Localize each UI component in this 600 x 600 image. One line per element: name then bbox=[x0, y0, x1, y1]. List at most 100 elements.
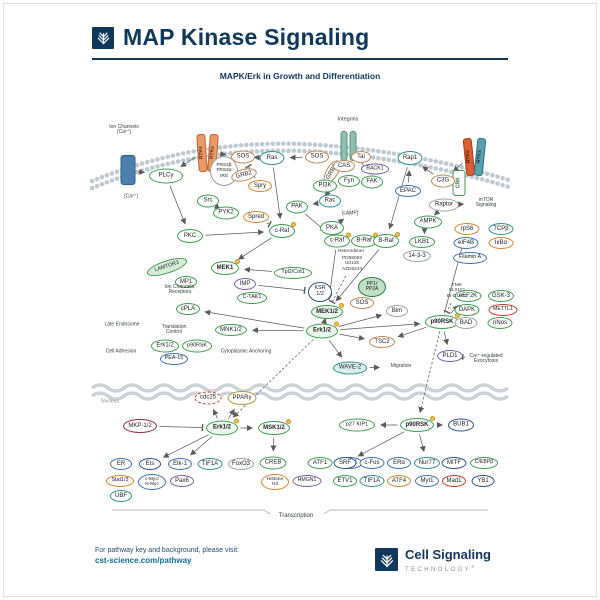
node-wave2[interactable]: WAVE-2 bbox=[333, 361, 367, 375]
node-cmyc[interactable]: c-Myc/ N-Myc bbox=[138, 474, 166, 490]
node-cfos1[interactable]: c-Fos bbox=[359, 457, 385, 469]
node-cdc25[interactable]: cdc25 bbox=[194, 391, 222, 405]
node-braf2[interactable]: B-Raf bbox=[373, 232, 400, 248]
node-integ1[interactable] bbox=[340, 131, 348, 161]
node-msk12[interactable]: MSK1/2 bbox=[258, 419, 291, 435]
node-erk12[interactable]: Erk1/2 bbox=[306, 321, 339, 339]
node-rsk3[interactable]: p90RSK bbox=[400, 416, 435, 432]
footer-link[interactable]: cst-science.com/pathway bbox=[95, 556, 192, 565]
node-pld1[interactable]: PLD1 bbox=[437, 350, 463, 362]
label-cytoanch: Cytoplasmic Anchoring bbox=[220, 348, 272, 355]
node-raptor[interactable]: Raptor bbox=[429, 198, 459, 212]
node-bub1[interactable]: BUB1 bbox=[448, 418, 474, 432]
node-cpla[interactable]: cPLA bbox=[176, 303, 200, 315]
node-spred[interactable]: Spred bbox=[243, 211, 269, 223]
node-era[interactable]: ERα bbox=[387, 457, 411, 469]
node-pak[interactable]: PAK bbox=[286, 200, 308, 214]
node-spry[interactable]: Spry bbox=[248, 180, 272, 192]
node-atf4[interactable]: ATF4 bbox=[387, 475, 411, 487]
node-fyn[interactable]: Fyn bbox=[338, 175, 360, 187]
node-mek12[interactable]: MEK1/2 bbox=[311, 303, 344, 319]
edge-erk12-mnk12 bbox=[252, 327, 304, 334]
node-cebpb[interactable]: C/EBPβ bbox=[470, 457, 498, 469]
node-y1433[interactable]: 14-3-3 bbox=[403, 250, 431, 262]
node-craf1[interactable]: c-Raf bbox=[269, 222, 296, 238]
node-mek1[interactable]: MEK1 bbox=[211, 259, 240, 275]
node-pka[interactable]: PKA bbox=[320, 221, 344, 235]
node-craf2[interactable]: c-Raf bbox=[324, 232, 351, 248]
node-tpl2[interactable]: Tpl2/Cot1 bbox=[274, 267, 312, 279]
node-pi3k[interactable]: PI3K bbox=[313, 179, 337, 193]
node-pea15[interactable]: PEA-15 bbox=[160, 353, 188, 365]
node-rac[interactable]: Rac bbox=[319, 194, 341, 208]
node-foxo3[interactable]: FoxO3 bbox=[228, 458, 254, 470]
node-ras[interactable]: Ras bbox=[259, 151, 285, 165]
node-rack1[interactable]: RACK1 bbox=[361, 163, 389, 175]
node-mp1[interactable]: MP1 bbox=[175, 276, 197, 288]
node-erk12n[interactable]: Erk1/2 bbox=[206, 418, 239, 436]
node-rsk2[interactable]: p90RSK bbox=[182, 339, 212, 353]
node-creb[interactable]: CREB bbox=[259, 456, 287, 470]
node-epac[interactable]: EPAC bbox=[395, 185, 421, 197]
node-rsk1[interactable]: p90RSK bbox=[425, 313, 460, 329]
node-rap1[interactable]: Rap1 bbox=[397, 151, 423, 165]
node-ionch[interactable] bbox=[120, 155, 136, 185]
node-imp[interactable]: IMP bbox=[234, 278, 256, 290]
phospho-dot bbox=[334, 321, 339, 327]
node-pparg[interactable]: PPARγ bbox=[227, 391, 257, 405]
node-src[interactable]: Src bbox=[197, 194, 219, 208]
node-tal[interactable]: Tal bbox=[351, 151, 371, 163]
node-pax6[interactable]: Pax6 bbox=[170, 475, 194, 487]
node-eif4b[interactable]: eIF4B bbox=[453, 237, 479, 249]
node-srf[interactable]: SRF bbox=[333, 457, 357, 469]
node-bad[interactable]: BAD bbox=[454, 317, 478, 329]
node-ampk[interactable]: AMPK bbox=[414, 215, 442, 229]
node-hmgn1[interactable]: HMGN1 bbox=[292, 475, 322, 487]
node-bim[interactable]: Bim bbox=[386, 305, 408, 317]
node-ikba[interactable]: IκBα bbox=[488, 237, 514, 249]
node-myt1[interactable]: Myt1 bbox=[415, 475, 439, 487]
node-mitf[interactable]: MITF bbox=[441, 457, 467, 469]
node-er[interactable]: ER bbox=[110, 458, 132, 470]
node-p27[interactable]: p27 KIP1 bbox=[339, 418, 375, 432]
node-mettl1[interactable]: METTL1 bbox=[488, 304, 518, 316]
node-rps6[interactable]: rpS6 bbox=[454, 223, 480, 235]
node-gsk3[interactable]: GSK-3 bbox=[488, 290, 514, 302]
node-plc[interactable]: PLCγ bbox=[149, 168, 183, 184]
node-pkc[interactable]: PKC bbox=[177, 229, 203, 243]
node-nnos[interactable]: nNos bbox=[487, 317, 513, 329]
node-erk12b[interactable]: Erk1/2 bbox=[151, 339, 179, 353]
node-filamin[interactable]: Filamin A bbox=[453, 252, 487, 264]
node-ctak1[interactable]: C-TAK1 bbox=[237, 292, 267, 304]
node-mad1[interactable]: Mad1 bbox=[442, 475, 466, 487]
node-sosc[interactable]: SOS bbox=[350, 297, 374, 309]
node-elk1[interactable]: Elk-1 bbox=[168, 458, 192, 470]
node-etv1[interactable]: ETV1 bbox=[333, 475, 357, 487]
node-hish3[interactable]: Histone H3 bbox=[261, 474, 289, 490]
node-sosa[interactable]: SOS bbox=[231, 150, 255, 164]
node-pyk2[interactable]: PYK2 bbox=[213, 206, 239, 220]
node-sosb[interactable]: SOS bbox=[305, 150, 329, 164]
node-stat13[interactable]: Stat1/3 bbox=[106, 475, 134, 487]
node-c3g[interactable]: C3G bbox=[431, 174, 455, 188]
node-pp1[interactable]: PP1/ PP2A bbox=[358, 277, 386, 297]
node-ubf[interactable]: UBF bbox=[110, 490, 132, 502]
node-atf1[interactable]: ATF1 bbox=[307, 457, 333, 469]
node-lkb1[interactable]: LKB1 bbox=[409, 236, 435, 248]
node-tif1ar[interactable]: TIF1A bbox=[359, 475, 385, 487]
node-yb1[interactable]: YB1 bbox=[471, 475, 495, 487]
node-ets[interactable]: Ets bbox=[139, 458, 161, 470]
node-nur77[interactable]: Nur77 bbox=[414, 457, 440, 469]
node-eef2k[interactable]: eEF2K bbox=[454, 290, 482, 302]
node-fak[interactable]: FAK bbox=[361, 175, 383, 189]
node-ksr[interactable]: KSR 1/2 bbox=[308, 282, 332, 302]
node-dapk[interactable]: DAPK bbox=[454, 304, 480, 316]
node-crk[interactable]: CRK bbox=[452, 170, 466, 196]
node-tcpb[interactable]: TCPβ bbox=[488, 223, 514, 235]
node-tsc2[interactable]: TSC2 bbox=[369, 336, 395, 348]
node-mnk12[interactable]: MNK1/2 bbox=[215, 324, 247, 336]
node-mkp12[interactable]: MKP-1/2 bbox=[123, 419, 157, 433]
phospho-dot bbox=[395, 232, 400, 237]
node-tif1al[interactable]: TIF1A bbox=[197, 458, 223, 470]
node-cas[interactable]: CAS bbox=[333, 160, 355, 172]
